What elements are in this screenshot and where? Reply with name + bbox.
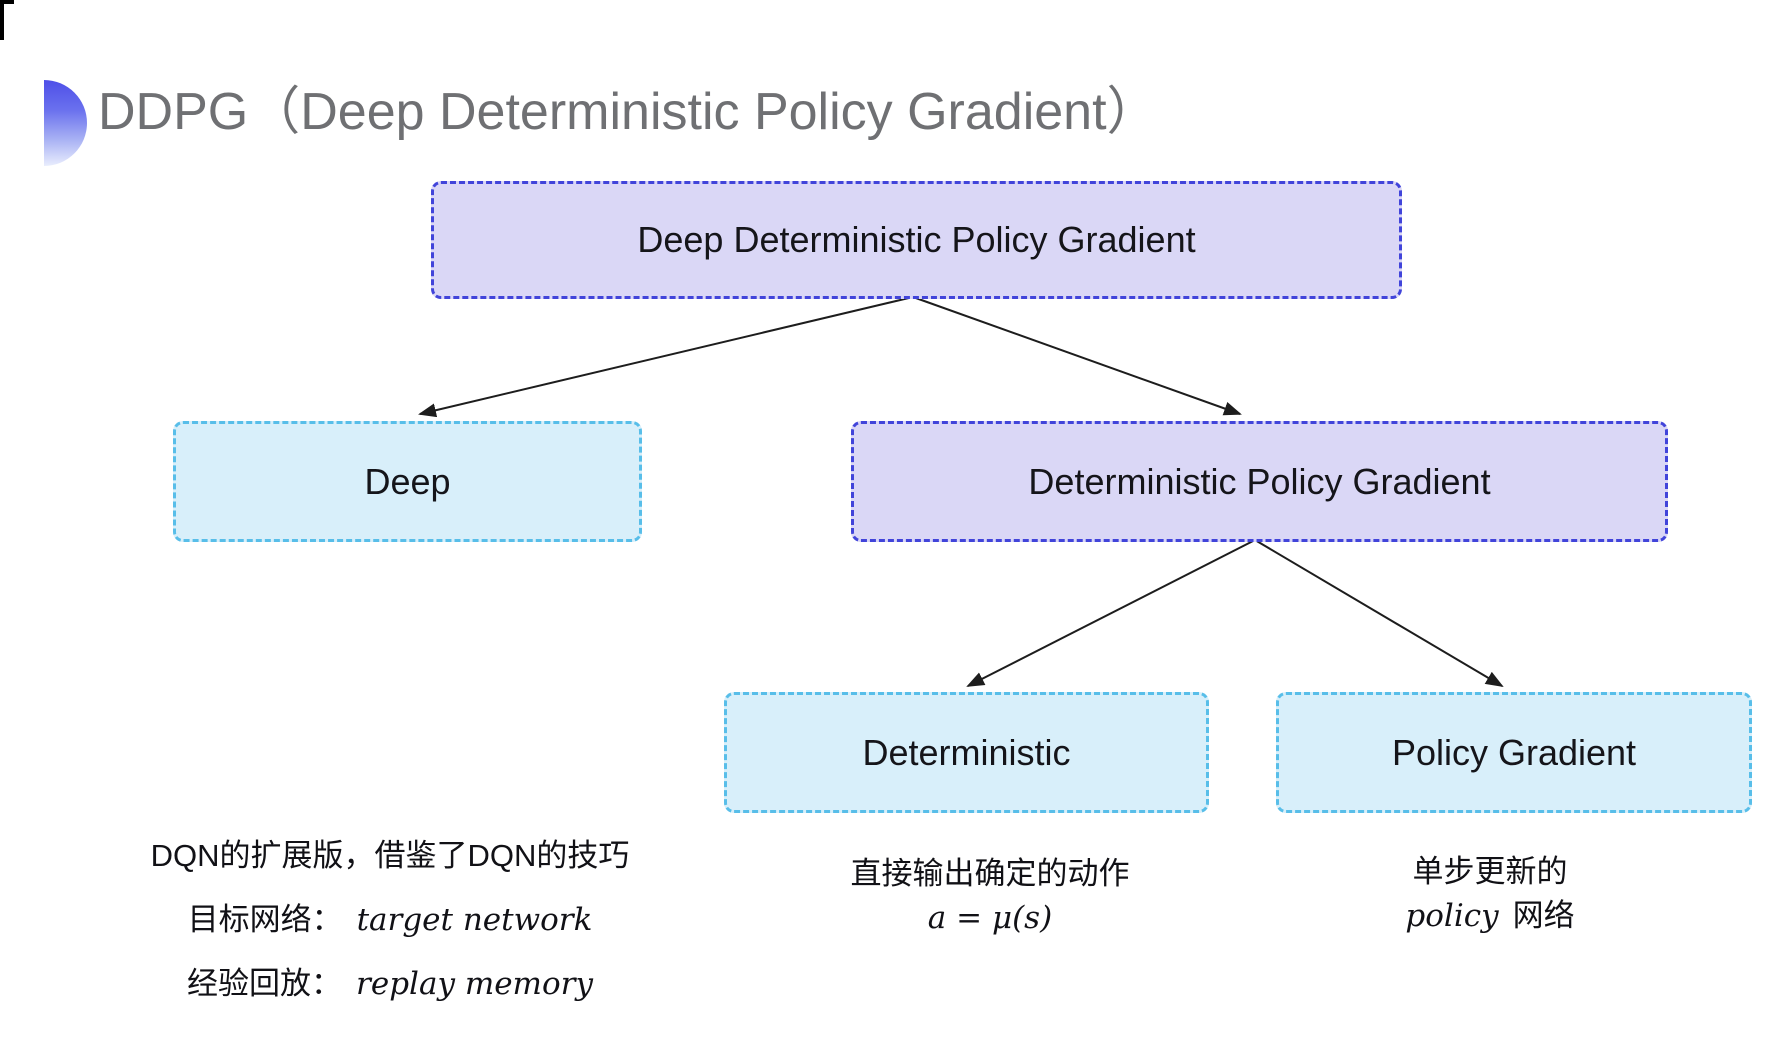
annotation-policy-gradient-line1: 单步更新的 [1412,854,1568,889]
tree-node-deterministic-label: Deterministic [862,731,1071,773]
tree-node-policy-gradient-label: Policy Gradient [1391,731,1637,773]
annotation-target-network-line: 目标网络： target network [110,888,670,952]
annotation-deterministic: 直接输出确定的动作 a = μ(s) [790,852,1190,940]
window-edge-mark-top [0,0,14,4]
tree-node-deterministic: Deterministic [724,692,1209,813]
annotation-deterministic-formula: a = μ(s) [927,900,1053,936]
replay-memory-label: 经验回放： [187,966,343,1001]
edge-root-to-deep [418,296,914,418]
tree-node-deterministic-policy-gradient: Deterministic Policy Gradient [851,421,1668,542]
edge-dpg-to-policy-gradient [1254,539,1504,688]
edge-dpg-to-deterministic [966,539,1256,687]
tree-node-deep: Deep [173,421,642,542]
tree-node-policy-gradient: Policy Gradient [1276,692,1752,813]
window-edge-mark-left [0,0,4,40]
replay-memory-value: replay memory [356,966,593,1002]
edge-root-to-dpg [912,296,1242,416]
target-network-label: 目标网络： [187,902,343,937]
policy-word: policy [1405,898,1499,934]
annotation-policy-network-line: policy 网络 [1290,894,1690,938]
tree-node-root: Deep Deterministic Policy Gradient [431,181,1402,299]
network-word: 网络 [1512,898,1575,933]
target-network-value: target network [356,902,593,938]
annotation-replay-memory-line: 经验回放： replay memory [110,952,670,1016]
annotation-deterministic-line1: 直接输出确定的动作 [850,856,1130,891]
slide-title: DDPG（Deep Deterministic Policy Gradient） [98,83,1159,141]
tree-node-root-label: Deep Deterministic Policy Gradient [637,219,1196,260]
annotation-dqn-line1: DQN的扩展版，借鉴了DQN的技巧 [150,838,630,873]
tree-node-deep-label: Deep [364,460,451,502]
tree-node-dpg-label: Deterministic Policy Gradient [1028,460,1491,502]
annotation-dqn-tricks: DQN的扩展版，借鉴了DQN的技巧 目标网络： target network 经验… [110,824,670,1016]
annotation-policy-gradient: 单步更新的 policy 网络 [1290,850,1690,938]
